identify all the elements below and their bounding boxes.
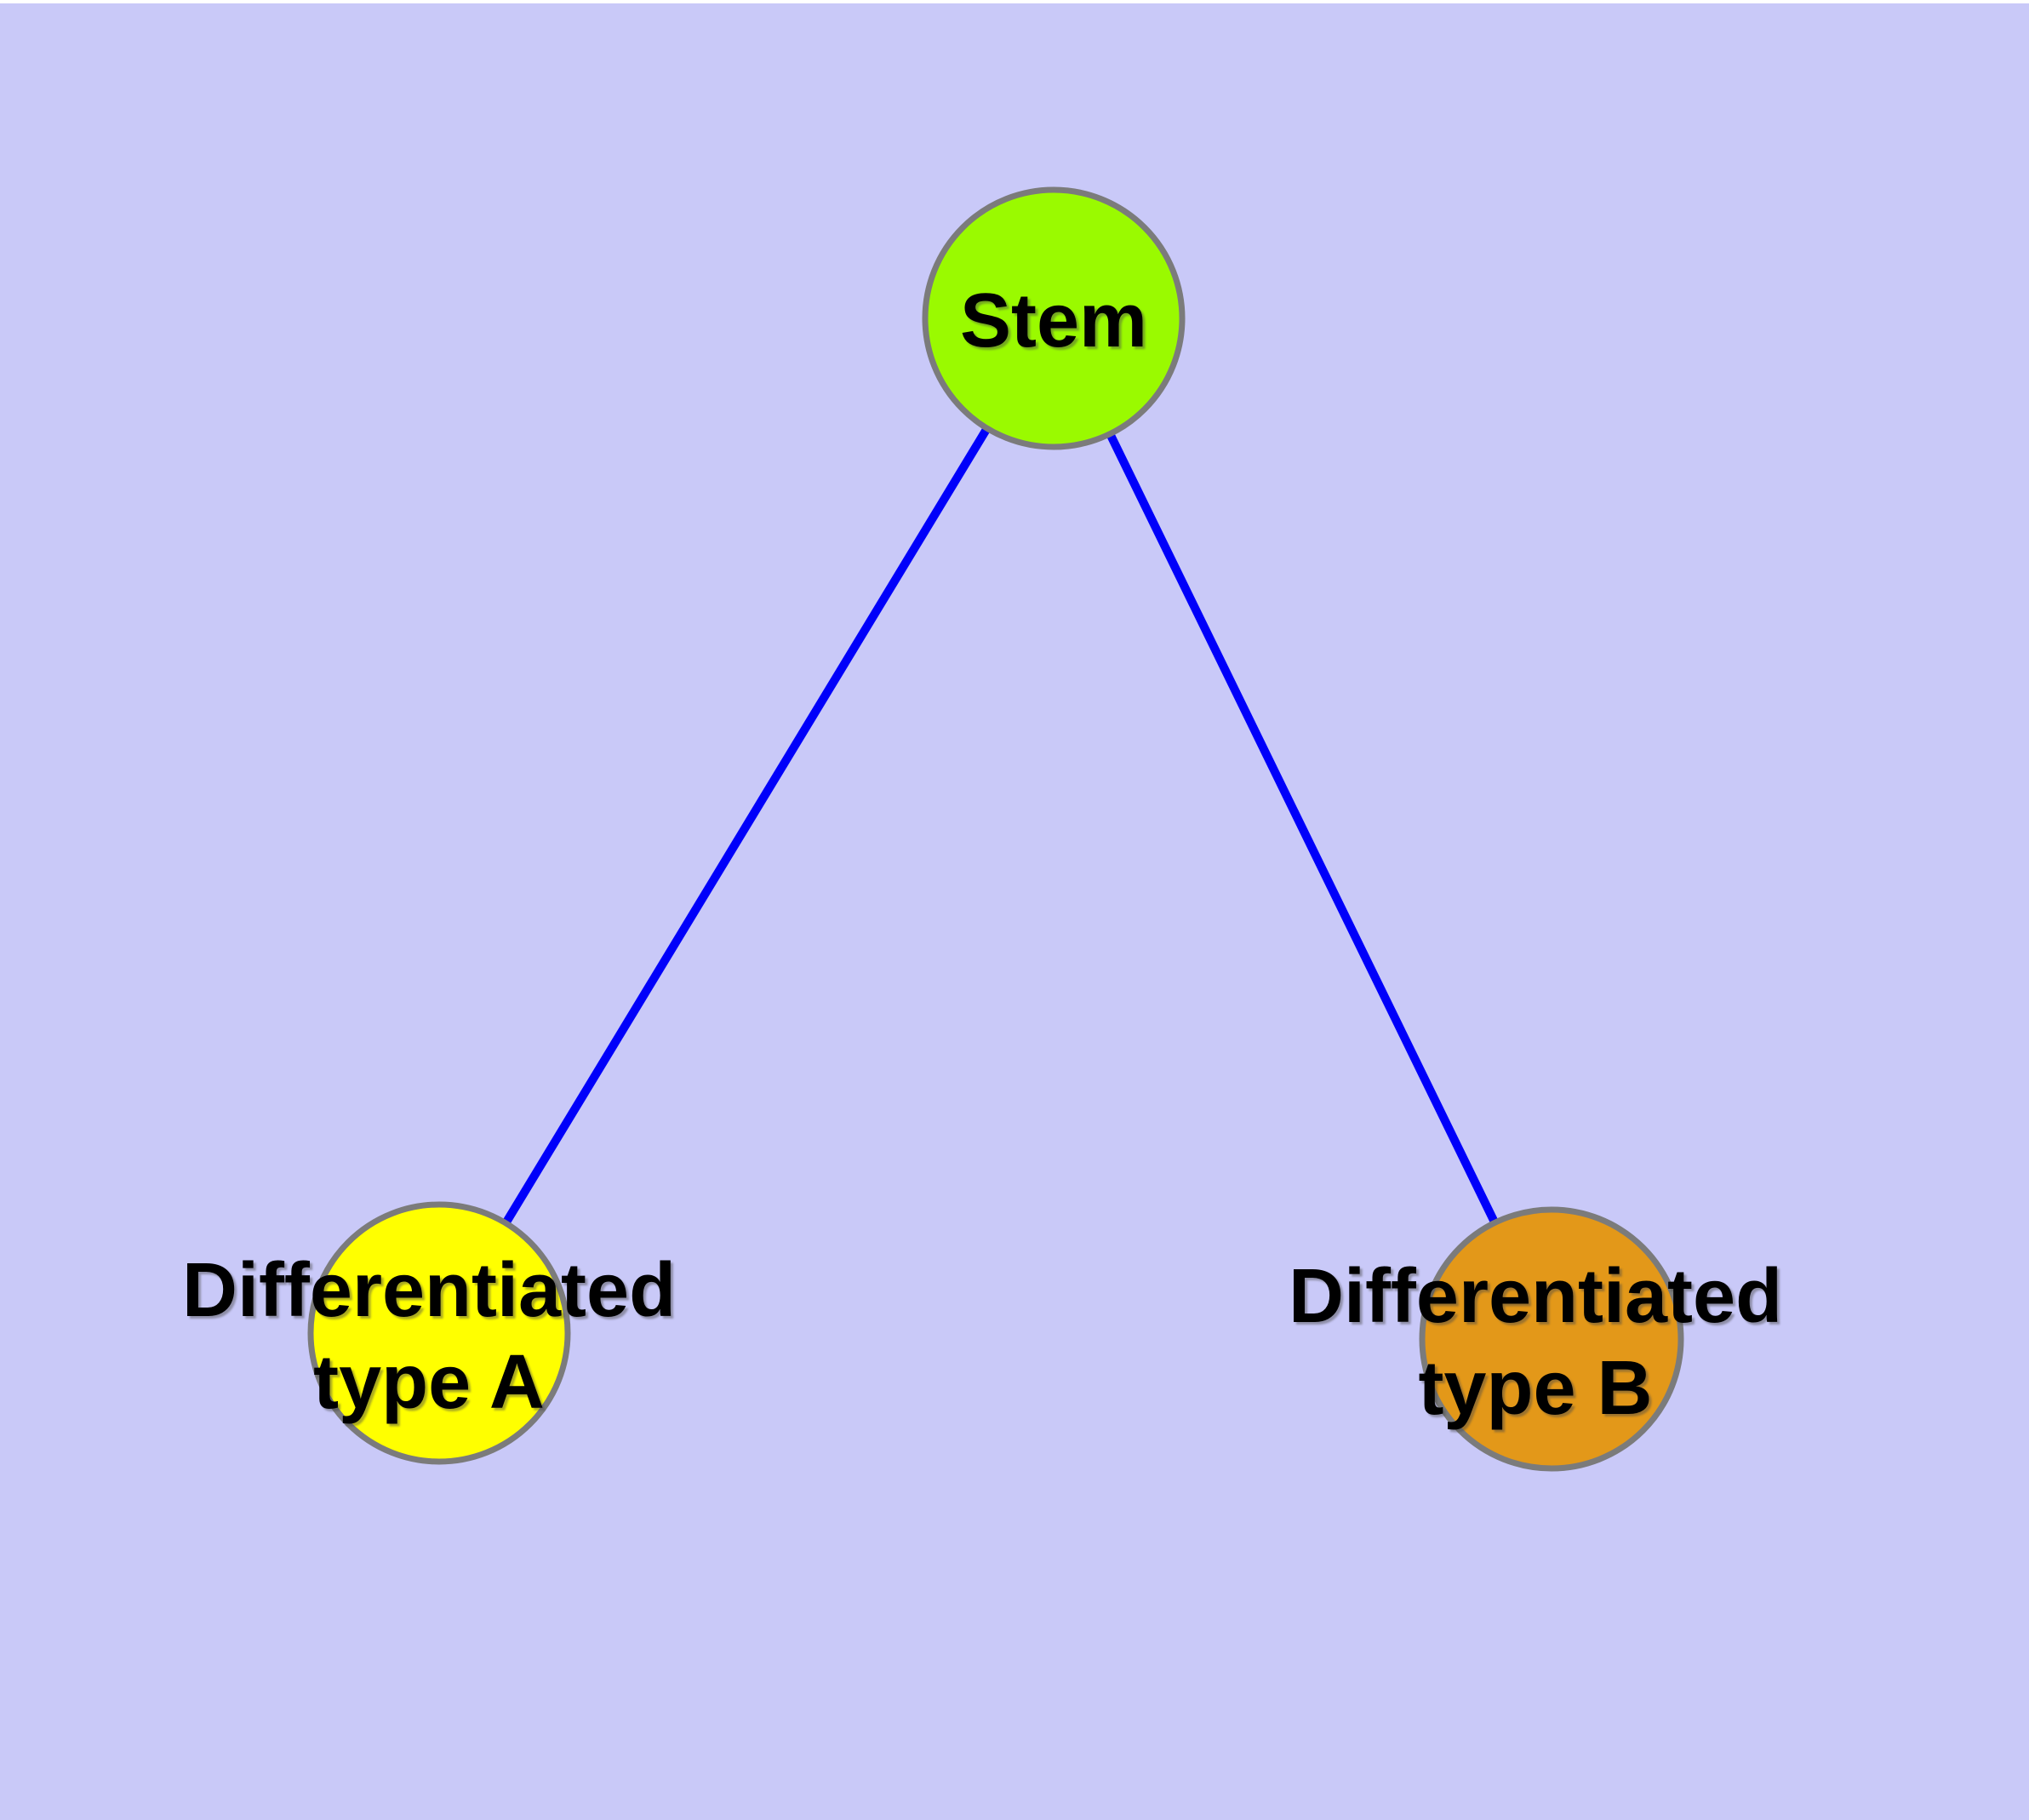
top-edge-strip bbox=[0, 0, 2029, 3]
node-differentiated-type-a-circle bbox=[307, 1201, 571, 1465]
edge-stem-to-type-a bbox=[435, 316, 1058, 1336]
node-differentiated-type-b-circle bbox=[1419, 1206, 1684, 1472]
edge-stem-to-type-b bbox=[1049, 316, 1556, 1342]
node-stem-circle bbox=[922, 186, 1186, 450]
